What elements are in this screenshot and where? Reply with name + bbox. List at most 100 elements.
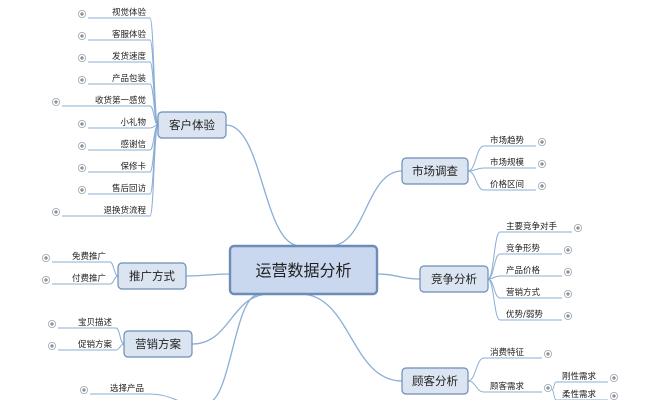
- connector: [329, 170, 403, 247]
- connector: [487, 278, 501, 321]
- node-promotion-box: [117, 262, 187, 290]
- connector: [109, 261, 119, 277]
- connector: [551, 381, 557, 391]
- leaf-label[interactable]: 付费推广: [72, 273, 106, 284]
- leaf-label[interactable]: 顾客需求: [490, 381, 525, 392]
- node-market-research-label: 市场调查: [412, 164, 458, 178]
- leaf-label[interactable]: 刚性需求: [562, 371, 597, 382]
- connector: [185, 273, 231, 277]
- expand-icon[interactable]: [564, 267, 573, 276]
- leaf-label[interactable]: 主要竞争对手: [506, 221, 558, 232]
- leaf-label[interactable]: 价格区间: [490, 179, 524, 190]
- leaf-label[interactable]: 营销方式: [506, 287, 541, 298]
- expand-icon[interactable]: [610, 391, 619, 400]
- leaf-label[interactable]: 市场趋势: [490, 135, 525, 146]
- connector: [467, 145, 485, 172]
- connector: [487, 253, 501, 280]
- leaf-label[interactable]: 免费推广: [72, 251, 106, 262]
- connector: [147, 393, 179, 400]
- leaf-label[interactable]: 小礼物: [120, 117, 146, 128]
- expand-icon[interactable]: [42, 253, 51, 262]
- leaf-label[interactable]: 促销方案: [78, 339, 113, 350]
- leaf-label[interactable]: 柔性需求: [562, 389, 597, 400]
- node-customer-experience-label: 客户体验: [169, 118, 215, 132]
- node-central[interactable]: 运营数据分析: [228, 244, 379, 296]
- connector: [376, 273, 421, 280]
- leaf-label[interactable]: 感谢信: [120, 139, 146, 150]
- expand-icon[interactable]: [48, 341, 57, 350]
- leaf-label[interactable]: 优势/弱势: [506, 309, 543, 320]
- connector: [115, 343, 125, 351]
- leaf-label[interactable]: 保修卡: [120, 161, 146, 172]
- expand-icon[interactable]: [78, 185, 87, 194]
- expand-icon[interactable]: [78, 120, 87, 129]
- expand-icon[interactable]: [48, 319, 57, 328]
- node-market-research-box: [401, 157, 469, 185]
- node-marketing[interactable]: 营销方案: [123, 330, 193, 358]
- leaf-label[interactable]: 消费特征: [490, 347, 525, 358]
- expand-icon[interactable]: [564, 245, 573, 254]
- node-competition[interactable]: 竞争分析: [419, 265, 489, 293]
- node-customer-analysis[interactable]: 顾客分析: [401, 367, 469, 395]
- leaf-label[interactable]: 视觉体验: [112, 7, 147, 18]
- connector: [149, 124, 159, 217]
- expand-icon[interactable]: [564, 289, 573, 298]
- expand-icon[interactable]: [564, 311, 573, 320]
- expand-icon[interactable]: [544, 383, 553, 392]
- connector: [149, 105, 159, 126]
- connector: [467, 357, 485, 382]
- expand-icon[interactable]: [78, 54, 87, 63]
- connector: [212, 293, 261, 400]
- node-marketing-label: 营销方案: [135, 337, 181, 351]
- leaf-label[interactable]: 宝贝描述: [78, 317, 113, 328]
- expand-icon[interactable]: [544, 349, 553, 358]
- node-promotion[interactable]: 推广方式: [117, 262, 187, 290]
- leaf-label[interactable]: 售后回访: [112, 183, 147, 194]
- connector: [551, 389, 557, 400]
- node-central-label: 运营数据分析: [255, 261, 351, 280]
- expand-icon[interactable]: [574, 223, 583, 232]
- expand-icon[interactable]: [610, 373, 619, 382]
- leaf-label[interactable]: 产品包装: [112, 73, 147, 84]
- leaf-label[interactable]: 选择产品: [110, 383, 144, 394]
- expand-icon[interactable]: [538, 159, 547, 168]
- connector: [109, 275, 119, 285]
- node-marketing-box: [123, 330, 193, 358]
- expand-icon[interactable]: [78, 141, 87, 150]
- connector: [115, 327, 125, 345]
- expand-icon[interactable]: [78, 9, 87, 18]
- leaf-label[interactable]: 退换货流程: [103, 205, 146, 216]
- expand-icon[interactable]: [538, 137, 547, 146]
- node-market-research[interactable]: 市场调查: [401, 157, 469, 185]
- connector: [467, 170, 485, 191]
- connector: [467, 380, 485, 393]
- connector: [487, 231, 501, 280]
- connector: [225, 124, 301, 247]
- connector: [191, 293, 271, 345]
- leaf-label[interactable]: 收货第一感觉: [95, 95, 147, 106]
- connector: [487, 278, 501, 299]
- connector: [299, 293, 403, 382]
- leaf-label[interactable]: 发货速度: [112, 51, 147, 62]
- connector: [149, 39, 159, 126]
- expand-icon[interactable]: [80, 385, 89, 394]
- expand-icon[interactable]: [78, 163, 87, 172]
- leaf-label[interactable]: 产品价格: [506, 265, 541, 276]
- node-competition-box: [419, 265, 489, 293]
- node-customer-analysis-label: 顾客分析: [412, 374, 458, 388]
- leaf-label[interactable]: 竞争形势: [506, 243, 541, 254]
- expand-icon[interactable]: [78, 32, 87, 41]
- expand-icon[interactable]: [52, 207, 61, 216]
- leaf-label[interactable]: 市场规模: [490, 157, 525, 168]
- expand-icon[interactable]: [52, 98, 61, 107]
- node-central-box: [228, 244, 379, 296]
- expand-icon[interactable]: [78, 76, 87, 85]
- nodes: 视觉体验客服体验发货速度产品包装收货第一感觉小礼物感谢信保修卡售后回访退换货流程…: [42, 7, 619, 400]
- expand-icon[interactable]: [538, 181, 547, 190]
- leaf-label[interactable]: 客服体验: [112, 29, 147, 40]
- node-competition-label: 竞争分析: [431, 272, 477, 286]
- node-customer-experience[interactable]: 客户体验: [157, 111, 227, 139]
- node-customer-analysis-box: [401, 367, 469, 395]
- expand-icon[interactable]: [42, 275, 51, 284]
